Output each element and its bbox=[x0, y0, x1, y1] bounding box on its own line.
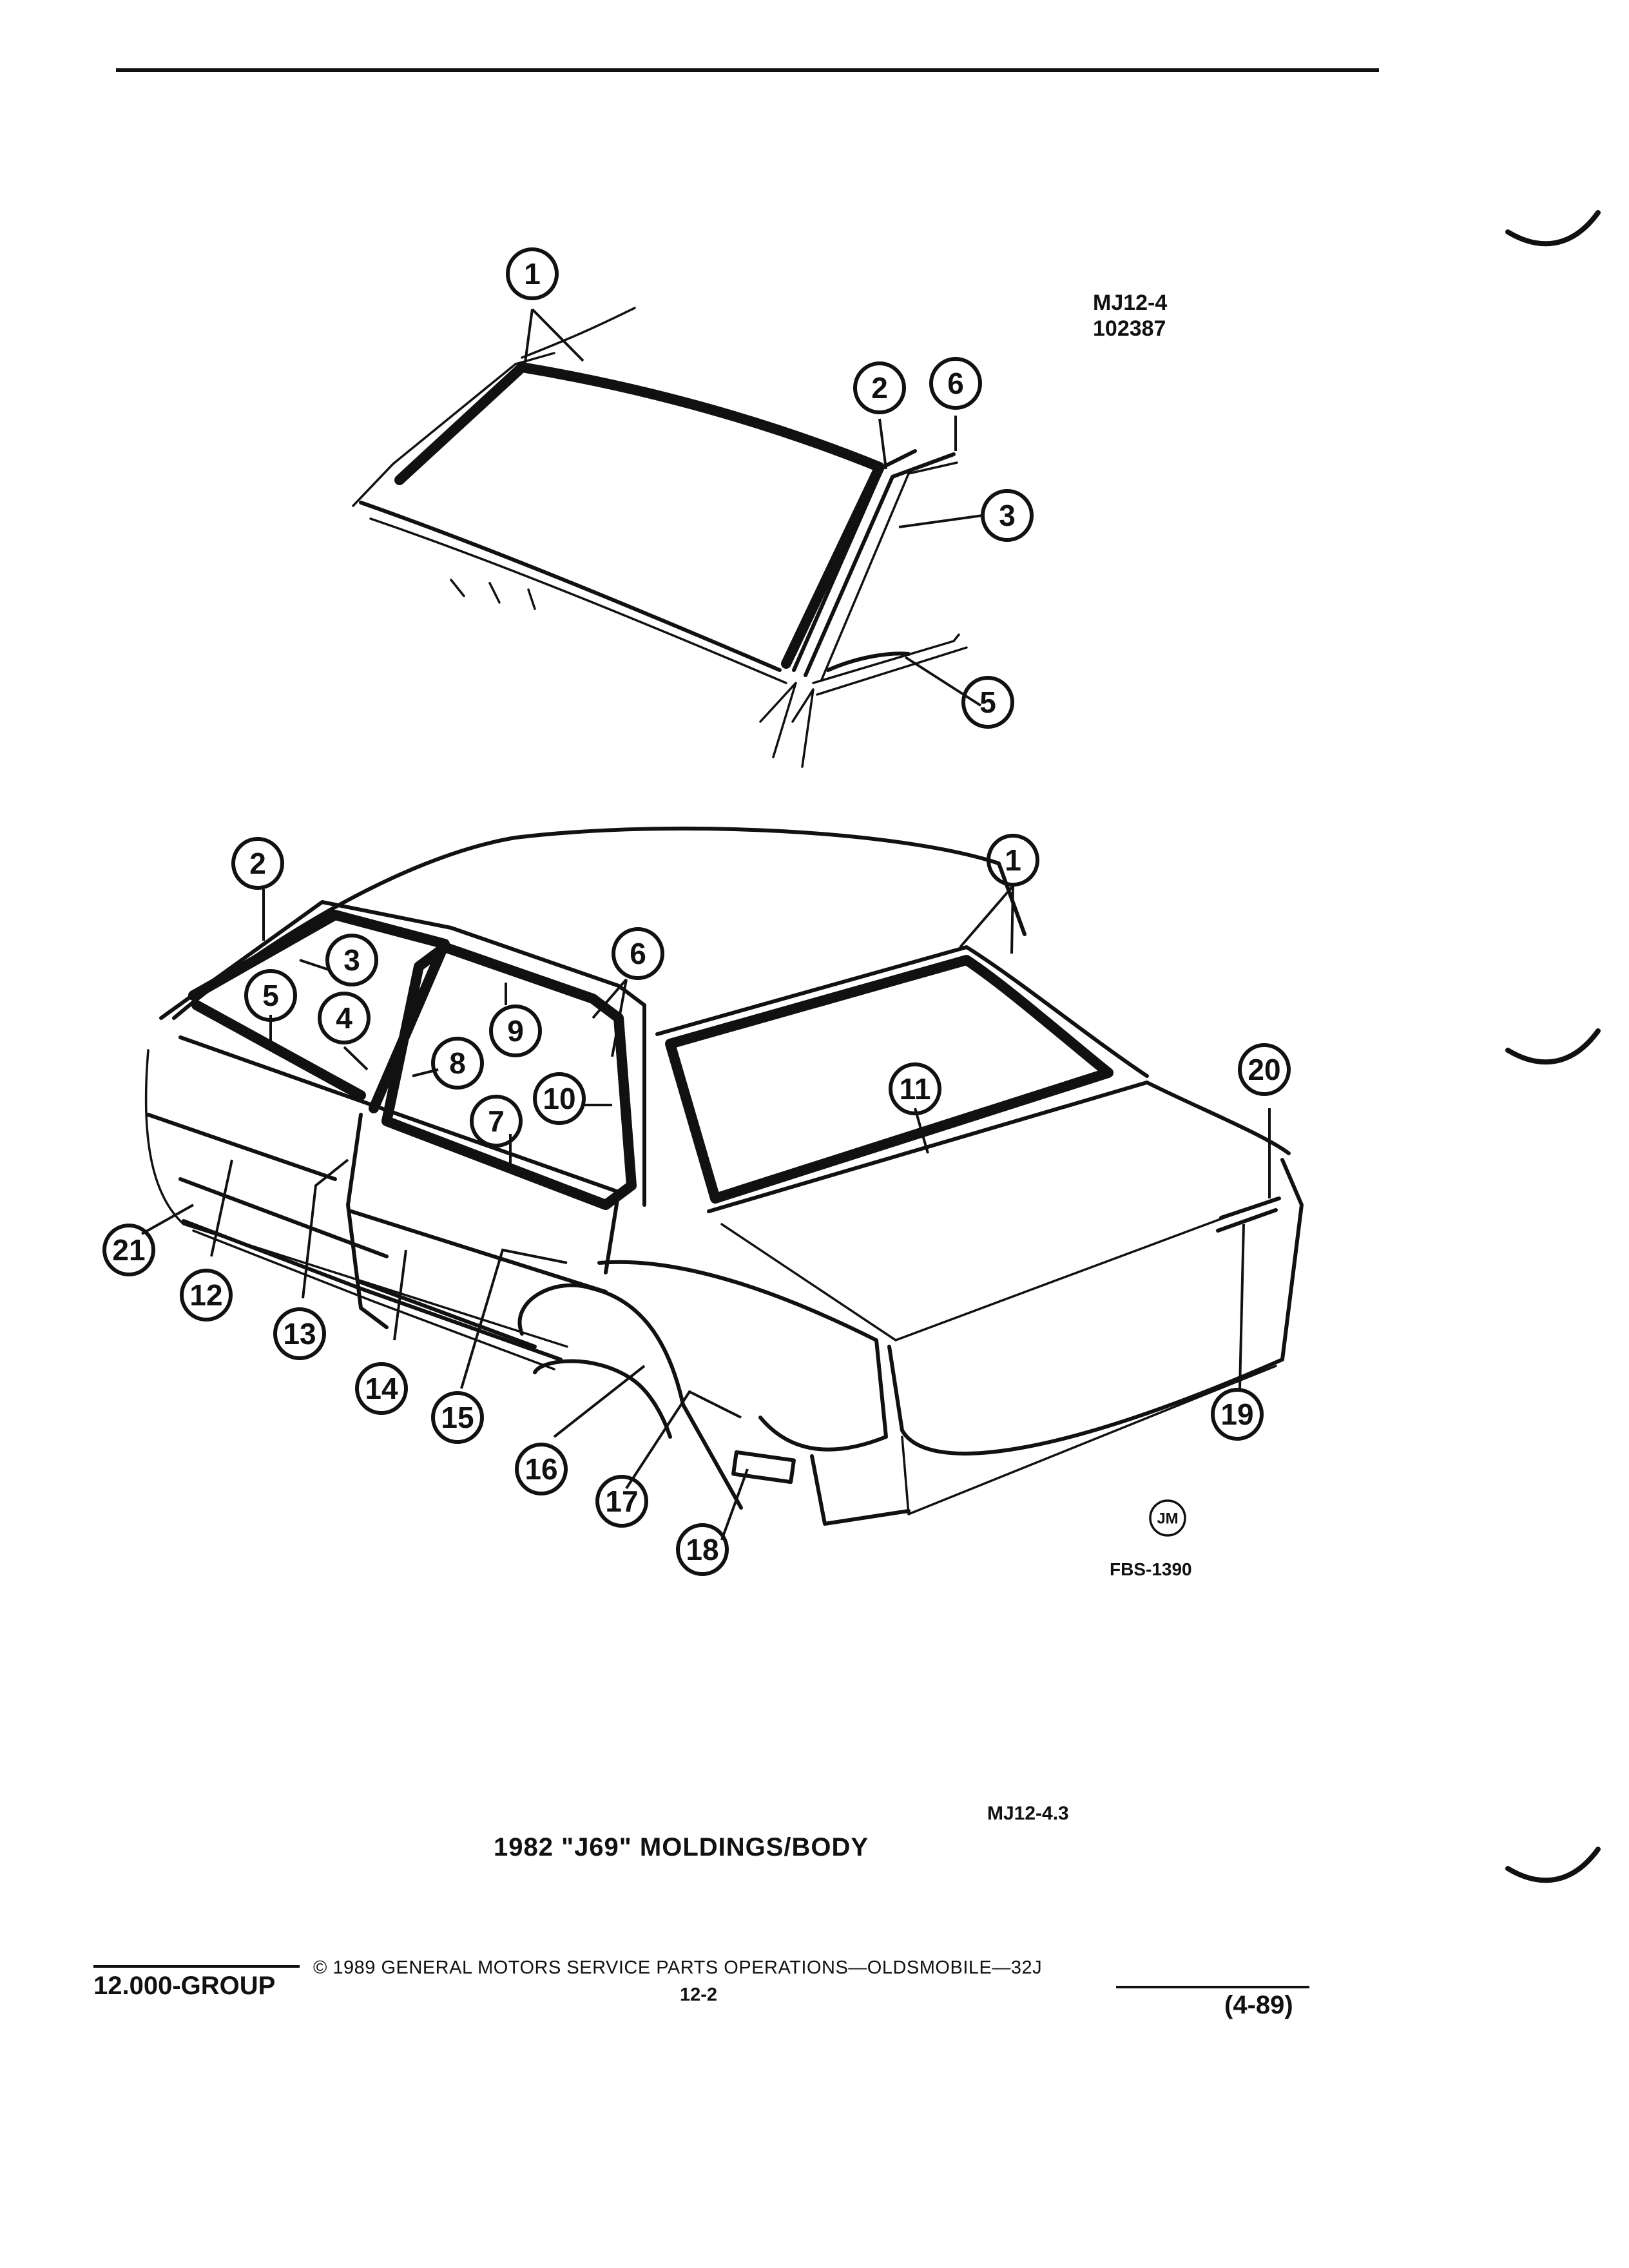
callout-top-2: 2 bbox=[853, 361, 906, 414]
footer-rule-left bbox=[93, 1965, 300, 1968]
windshield-detail bbox=[352, 307, 983, 768]
binder-mark-1 bbox=[1505, 210, 1601, 247]
callout-11: 11 bbox=[889, 1062, 941, 1115]
svg-text:2: 2 bbox=[871, 371, 888, 405]
callout-14: 14 bbox=[355, 1362, 408, 1415]
binder-mark-3 bbox=[1505, 1847, 1601, 1883]
callout-12: 12 bbox=[180, 1269, 233, 1321]
svg-text:11: 11 bbox=[900, 1072, 931, 1106]
svg-text:18: 18 bbox=[686, 1533, 718, 1566]
svg-text:6: 6 bbox=[947, 367, 964, 400]
svg-text:15: 15 bbox=[441, 1401, 474, 1434]
header-ref-block: MJ12-4 102387 bbox=[1093, 290, 1167, 341]
callout-20: 20 bbox=[1238, 1043, 1291, 1096]
svg-text:7: 7 bbox=[488, 1104, 505, 1138]
callout-8: 8 bbox=[431, 1037, 484, 1090]
callout-6: 6 bbox=[612, 927, 664, 980]
callout-10: 10 bbox=[533, 1072, 586, 1125]
callouts-top: 1 2 6 3 5 bbox=[506, 247, 1034, 729]
callout-5: 5 bbox=[244, 969, 297, 1022]
callout-18: 18 bbox=[676, 1523, 729, 1576]
top-rule bbox=[116, 68, 1379, 72]
footer-date: (4-89) bbox=[1224, 1991, 1293, 2019]
svg-text:13: 13 bbox=[283, 1317, 316, 1350]
svg-text:1: 1 bbox=[524, 257, 541, 291]
callout-3: 3 bbox=[325, 934, 378, 986]
svg-text:4: 4 bbox=[336, 1001, 352, 1035]
svg-text:3: 3 bbox=[999, 499, 1016, 532]
callouts-bottom: 2 3 5 4 8 9 6 10 7 1 11 20 21 12 13 14 1… bbox=[102, 834, 1291, 1576]
svg-text:14: 14 bbox=[365, 1372, 398, 1405]
footer-copyright: © 1989 GENERAL MOTORS SERVICE PARTS OPER… bbox=[313, 1957, 1043, 1978]
callout-1: 1 bbox=[987, 834, 1039, 887]
svg-text:2: 2 bbox=[249, 847, 266, 880]
svg-text:10: 10 bbox=[543, 1082, 575, 1115]
callout-16: 16 bbox=[515, 1443, 568, 1495]
callout-19: 19 bbox=[1211, 1388, 1264, 1441]
svg-text:5: 5 bbox=[979, 686, 996, 719]
svg-text:JM: JM bbox=[1157, 1510, 1178, 1528]
svg-text:21: 21 bbox=[112, 1233, 145, 1267]
svg-text:19: 19 bbox=[1220, 1398, 1253, 1431]
fig-code: FBS-1390 bbox=[1110, 1559, 1192, 1579]
svg-text:9: 9 bbox=[507, 1014, 524, 1048]
footer-page: 12-2 bbox=[680, 1984, 718, 2005]
svg-text:8: 8 bbox=[449, 1046, 466, 1080]
footer-group: 12.000-GROUP bbox=[93, 1972, 276, 2000]
jm-badge: JM bbox=[1149, 1499, 1186, 1537]
callout-top-3: 3 bbox=[981, 489, 1034, 542]
svg-text:20: 20 bbox=[1248, 1053, 1280, 1086]
callout-15: 15 bbox=[431, 1391, 484, 1444]
header-ref-number: 102387 bbox=[1093, 316, 1166, 341]
svg-text:1: 1 bbox=[1005, 843, 1021, 877]
callout-top-1: 1 bbox=[506, 247, 559, 300]
callout-4: 4 bbox=[318, 992, 371, 1044]
binder-marks bbox=[1505, 210, 1601, 1883]
svg-text:6: 6 bbox=[630, 937, 646, 970]
svg-text:3: 3 bbox=[343, 943, 360, 977]
caption-ref: MJ12-4.3 bbox=[987, 1803, 1069, 1824]
callout-9: 9 bbox=[489, 1004, 542, 1057]
callout-top-5: 5 bbox=[961, 676, 1014, 729]
caption-title: 1982 "J69" MOLDINGS/BODY bbox=[494, 1833, 869, 1861]
callout-top-6: 6 bbox=[929, 357, 982, 410]
callout-2: 2 bbox=[231, 837, 284, 890]
svg-text:17: 17 bbox=[605, 1485, 638, 1518]
car-body bbox=[141, 826, 1304, 1541]
callout-17: 17 bbox=[595, 1475, 648, 1528]
svg-text:12: 12 bbox=[189, 1278, 222, 1312]
callout-13: 13 bbox=[273, 1307, 326, 1360]
footer-rule-right bbox=[1116, 1986, 1309, 1988]
svg-text:5: 5 bbox=[262, 979, 279, 1012]
svg-text:16: 16 bbox=[525, 1452, 557, 1486]
header-ref-code: MJ12-4 bbox=[1093, 291, 1168, 315]
callout-7: 7 bbox=[470, 1095, 523, 1148]
callout-21: 21 bbox=[102, 1224, 155, 1276]
binder-mark-2 bbox=[1505, 1028, 1601, 1065]
